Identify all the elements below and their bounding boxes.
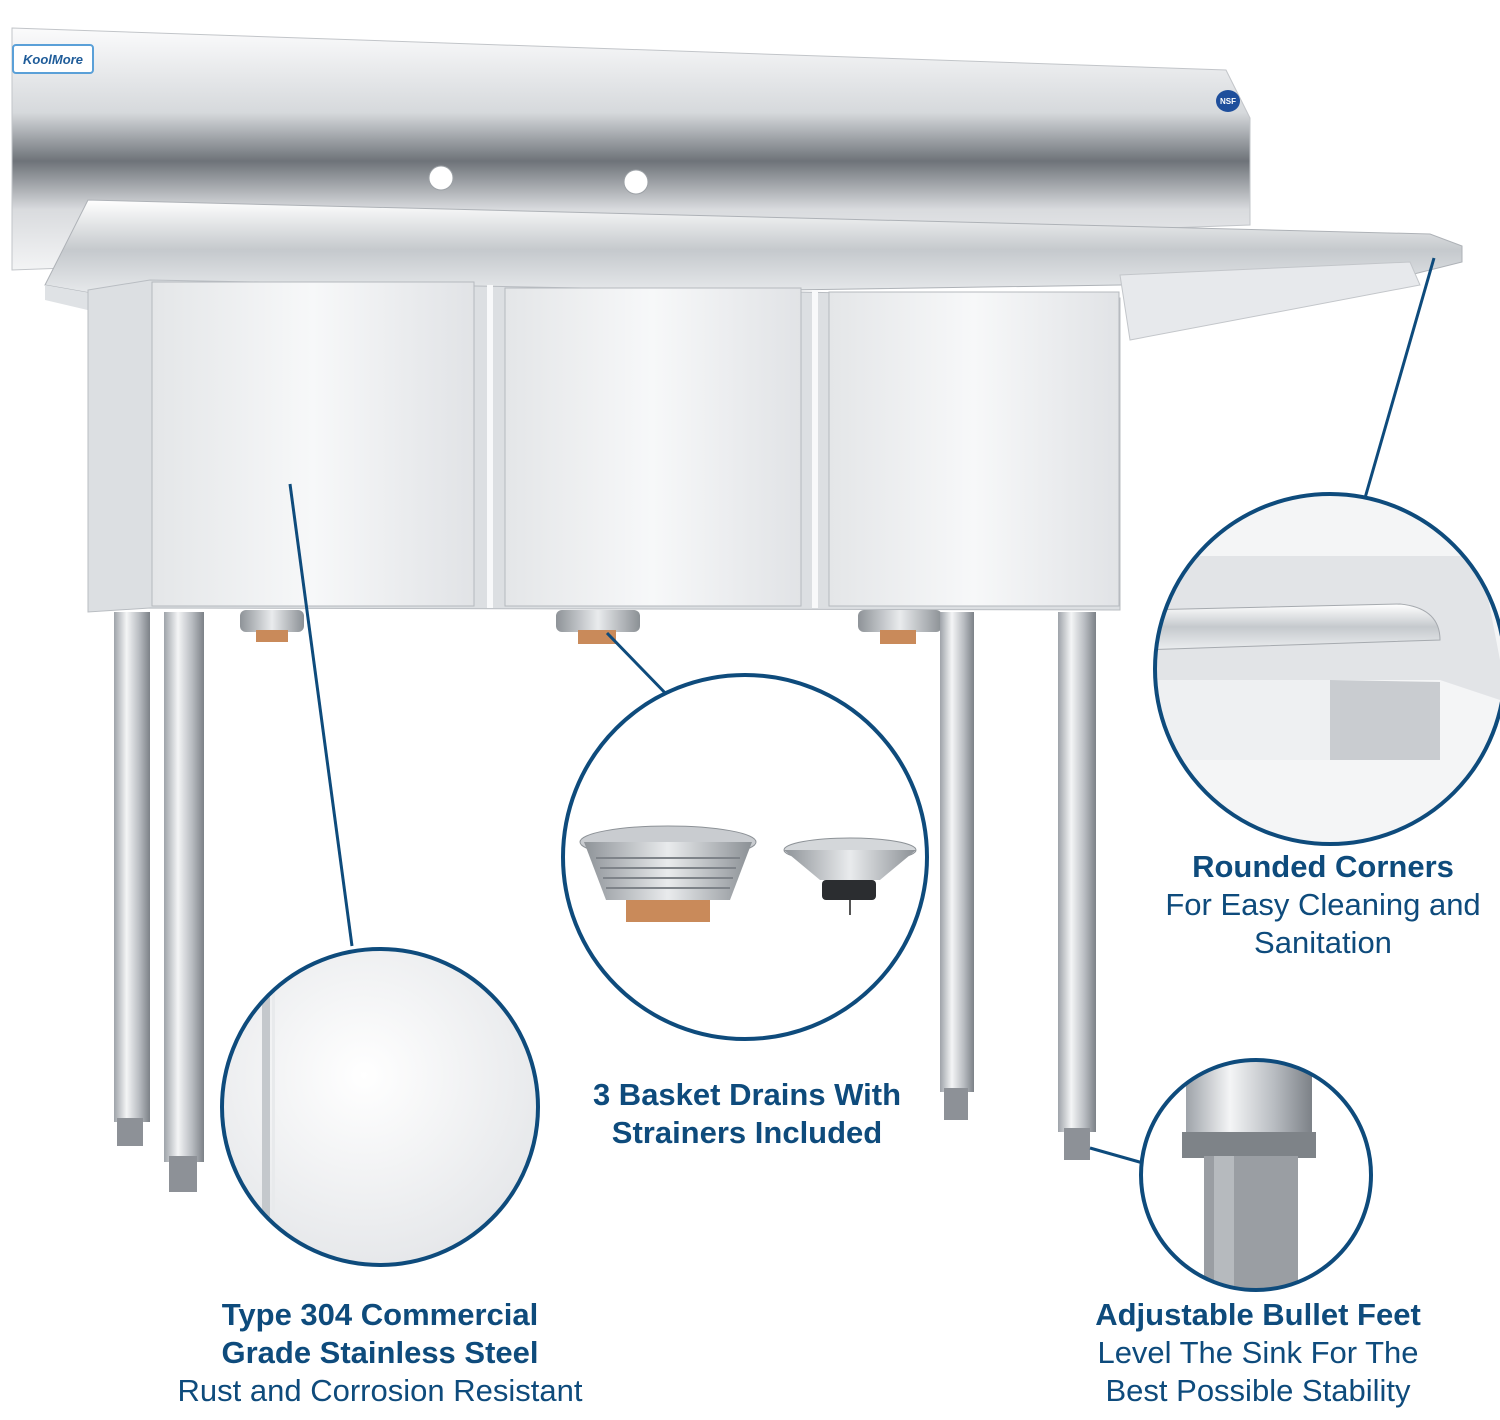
caption-bullet-feet: Adjustable Bullet Feet Level The Sink Fo…: [1062, 1296, 1454, 1409]
steel-title-line2: Grade Stainless Steel: [221, 1334, 539, 1370]
feet-line2: Best Possible Stability: [1105, 1372, 1411, 1408]
brand-logo: KoolMore: [12, 44, 94, 74]
caption-basket-drains: 3 Basket Drains With Strainers Included: [552, 1076, 942, 1152]
nsf-badge: NSF: [1216, 90, 1240, 112]
steel-title-line1: Type 304 Commercial: [221, 1297, 539, 1332]
steel-subtitle: Rust and Corrosion Resistant: [177, 1372, 583, 1408]
feet-title: Adjustable Bullet Feet: [1095, 1297, 1421, 1332]
zoom-bullet-foot: [1139, 1058, 1373, 1292]
zoom-rounded-corner: [1153, 492, 1500, 846]
feet-line1: Level The Sink For The: [1097, 1334, 1419, 1370]
basket-drains-line1: 3 Basket Drains With: [592, 1077, 902, 1112]
rounded-corners-line1: For Easy Cleaning and: [1165, 886, 1481, 922]
rounded-corners-line2: Sanitation: [1254, 924, 1392, 960]
basket-drains-line2: Strainers Included: [611, 1114, 883, 1150]
zoom-basket-drain: [561, 673, 929, 1041]
caption-rounded-corners: Rounded Corners For Easy Cleaning and Sa…: [1140, 848, 1500, 961]
caption-stainless-steel: Type 304 Commercial Grade Stainless Stee…: [130, 1296, 630, 1409]
zoom-steel-surface: [220, 947, 540, 1267]
rounded-corners-title: Rounded Corners: [1192, 849, 1454, 884]
